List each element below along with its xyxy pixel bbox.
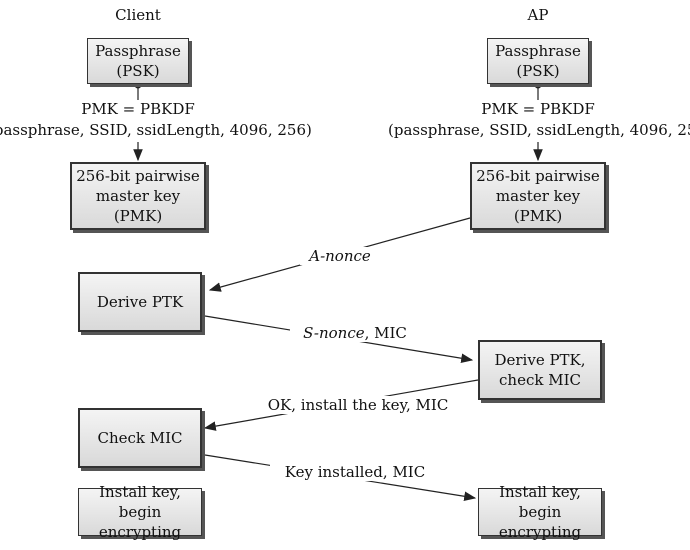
client-install-key-box: Install key, begin encrypting bbox=[78, 483, 202, 541]
client-passphrase-box: Passphrase (PSK) bbox=[87, 38, 189, 84]
key-installed-label: Key installed, MIC bbox=[270, 463, 440, 481]
client-check-mic-box: Check MIC bbox=[78, 408, 202, 468]
client-derive-ptk-box: Derive PTK bbox=[78, 272, 202, 332]
ap-passphrase-box: Passphrase (PSK) bbox=[487, 38, 589, 84]
ap-derive-check-box: Derive PTK, check MIC bbox=[478, 340, 602, 400]
snonce-label: S-nonce, MIC bbox=[290, 324, 420, 342]
client-pmk-formula-line1: PMK = PBKDF bbox=[81, 100, 195, 118]
anonce-label: A-nonce bbox=[300, 247, 380, 265]
snonce-rest-text: , MIC bbox=[364, 324, 407, 342]
client-title: Client bbox=[115, 6, 161, 24]
ap-pmk-formula-line2: (passphrase, SSID, ssidLength, 4096, 256… bbox=[388, 121, 690, 139]
ap-install-key-box: Install key, begin encrypting bbox=[478, 483, 602, 541]
ap-title: AP bbox=[527, 6, 549, 24]
client-pmk-box: 256-bit pairwise master key (PMK) bbox=[70, 162, 206, 230]
ap-pmk-box: 256-bit pairwise master key (PMK) bbox=[470, 162, 606, 230]
ap-pmk-formula-line1: PMK = PBKDF bbox=[481, 100, 595, 118]
client-pmk-formula-line2: (passphrase, SSID, ssidLength, 4096, 256… bbox=[0, 121, 312, 139]
ok-install-label: OK, install the key, MIC bbox=[258, 396, 458, 414]
snonce-italic-text: S-nonce bbox=[303, 324, 365, 342]
